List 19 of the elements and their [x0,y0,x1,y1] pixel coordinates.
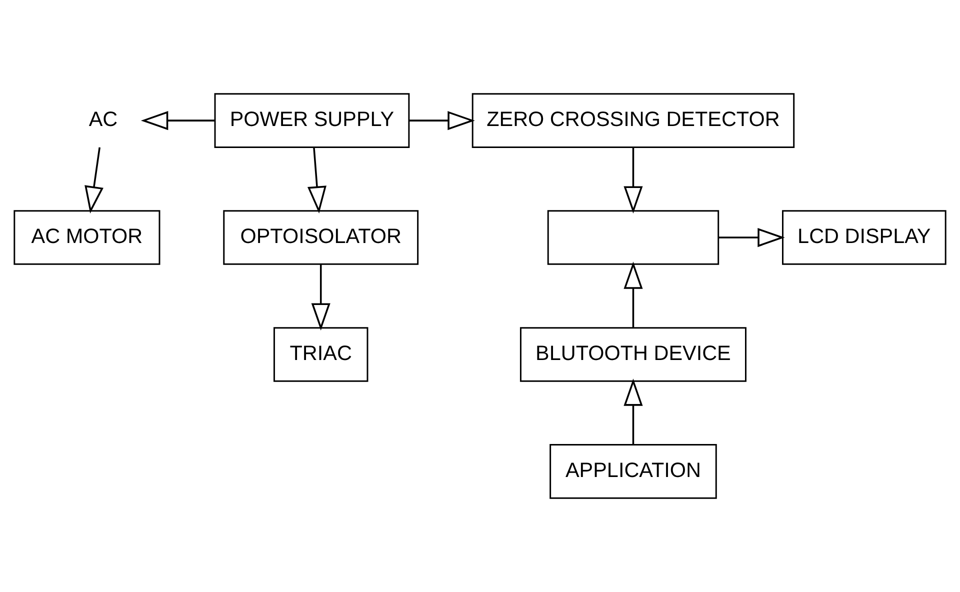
arrow [140,111,215,130]
node-box: TRIAC [273,327,368,382]
node-box: AC MOTOR [14,210,160,265]
node-box [547,210,720,265]
arrow [84,147,104,214]
node-box: ZERO CROSSING DETECTOR [472,93,795,148]
node-box: BLUTOOTH DEVICE [520,327,746,382]
arrow [311,264,330,330]
arrow [624,378,643,445]
node-box: OPTOISOLATOR [223,210,419,265]
node-box: LCD DISPLAY [782,210,946,265]
arrow [307,147,326,214]
arrow [624,147,643,214]
arrow [718,228,785,248]
node-text: AC [88,108,118,132]
node-box: POWER SUPPLY [214,93,410,148]
arrow [624,262,643,328]
node-box: APPLICATION [550,444,717,499]
arrow [409,111,475,130]
